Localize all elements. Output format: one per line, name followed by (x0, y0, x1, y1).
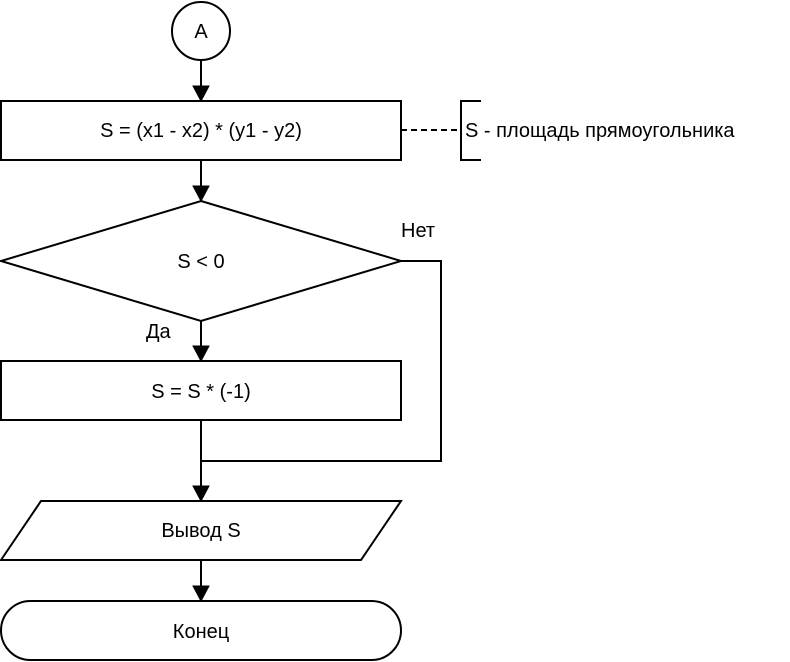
arrowhead-end (192, 585, 210, 603)
comment-text: S - площадь прямоугольника (465, 120, 735, 142)
connector-a-label: A (194, 21, 208, 43)
end-terminator (0, 600, 402, 661)
comment-bracket (460, 100, 481, 161)
arrowhead-output (192, 485, 210, 503)
arrowhead-negate (192, 345, 210, 363)
condition-label: S < 0 (177, 251, 224, 273)
negate-label: S = S * (-1) (151, 381, 250, 403)
edge-no-branch (201, 260, 442, 462)
output-label: Вывод S (161, 520, 240, 542)
output-io (0, 500, 403, 561)
arrowhead-decision (192, 185, 210, 203)
compute-area-label: S = (x1 - x2) * (y1 - y2) (100, 120, 302, 142)
compute-area-process (0, 100, 402, 161)
arrowhead-compute (192, 85, 210, 103)
end-label: Конец (173, 621, 229, 643)
yes-branch-label: Да (146, 321, 172, 343)
no-branch-label: Нет (401, 220, 435, 242)
